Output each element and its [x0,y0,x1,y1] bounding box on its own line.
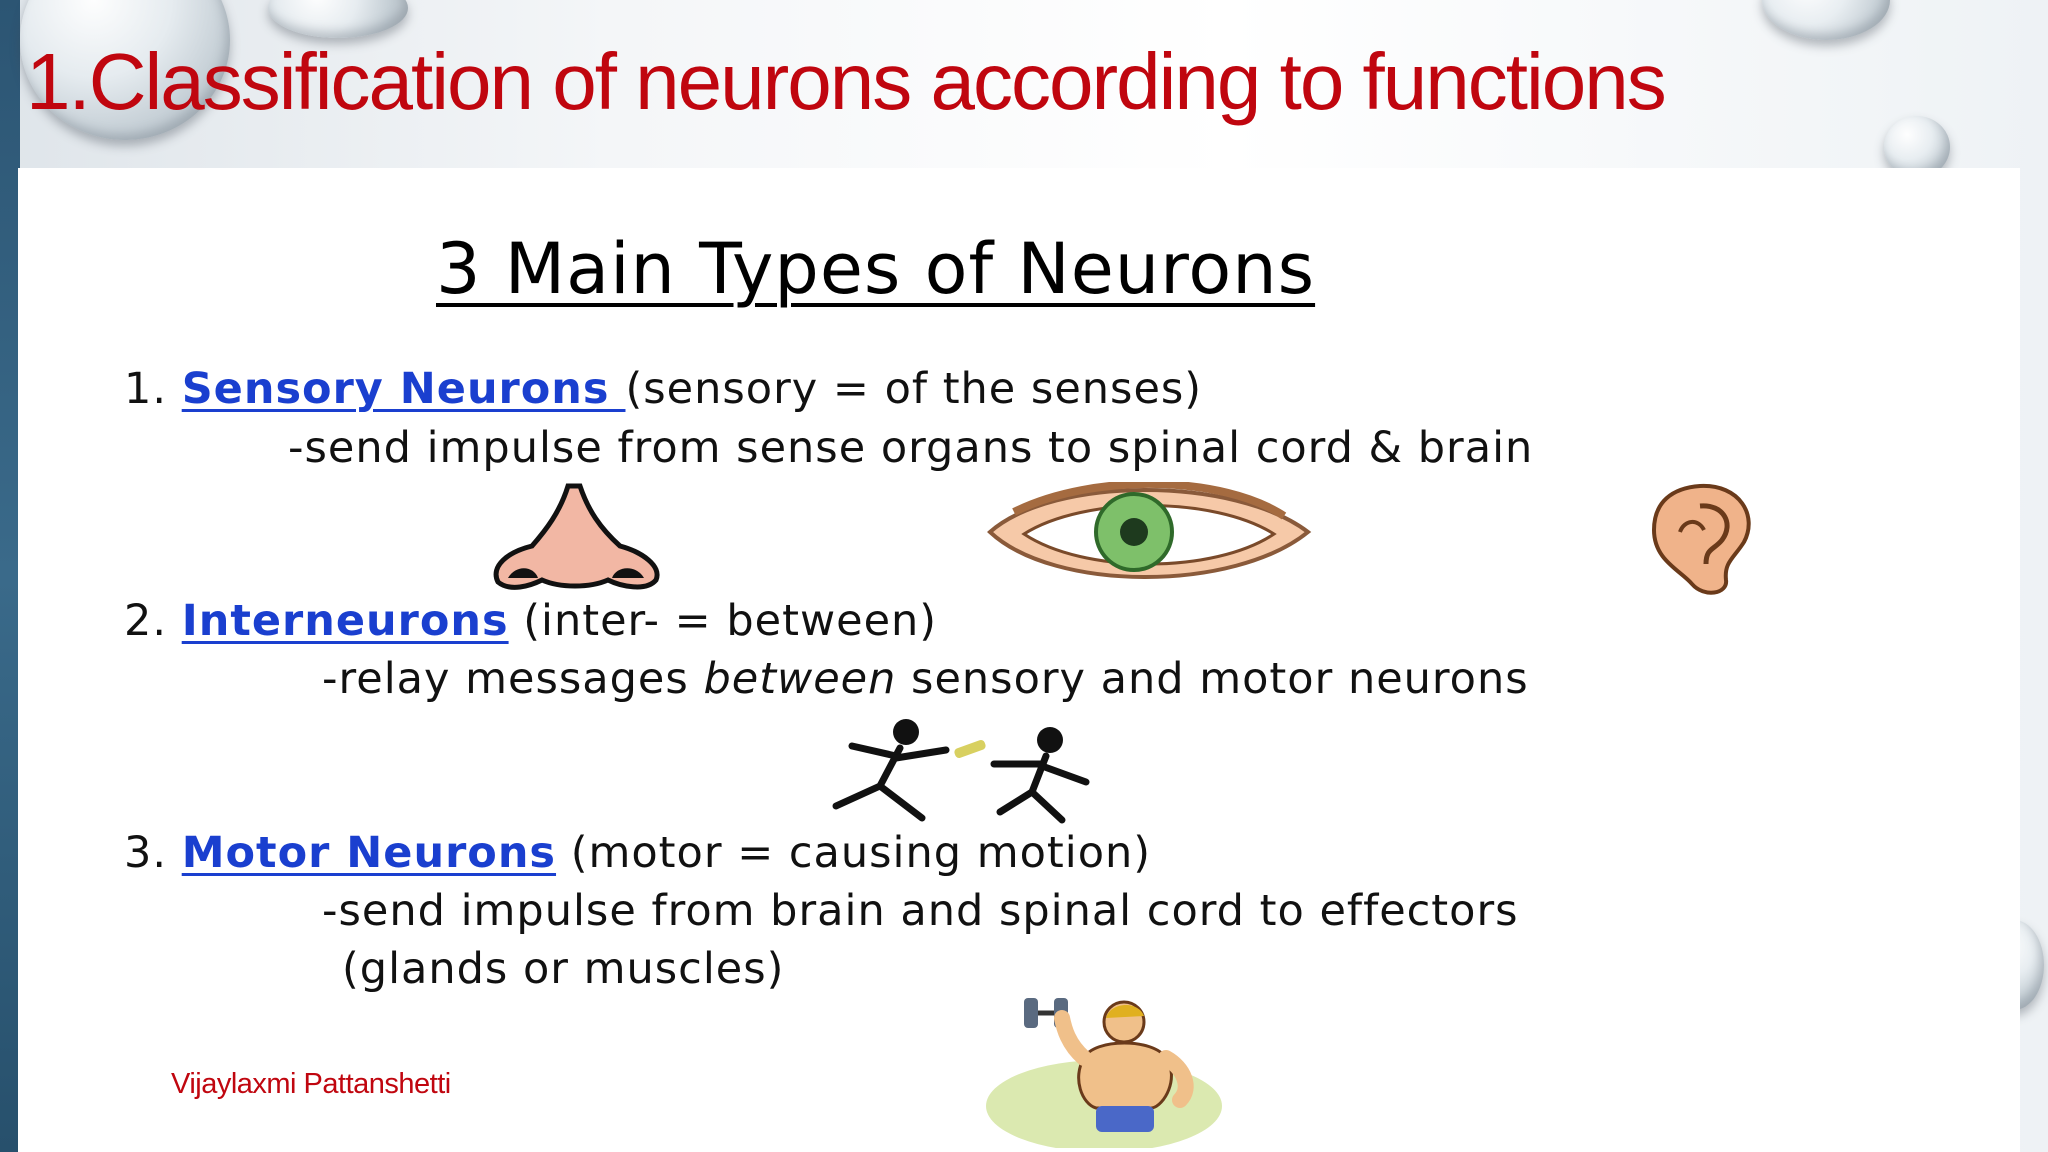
water-drop-decoration [268,0,408,38]
author-credit: Vijaylaxmi Pattanshetti [171,1068,451,1100]
item-number: 2. [124,596,168,646]
water-drop-decoration [1884,116,1950,178]
content-heading: 3 Main Types of Neurons [436,228,1316,310]
item-number: 1. [124,364,168,414]
description-motor-line2: (glands or muscles) [342,944,785,994]
term-motor-neurons: Motor Neurons [181,828,557,878]
description-start: -relay messages [322,654,704,704]
definition-text: (motor = causing motion) [570,828,1152,878]
description-motor: -send impulse from brain and spinal cord… [322,886,1519,936]
definition-text: (sensory = of the senses) [625,364,1203,414]
list-item-motor: 3. Motor Neurons (motor = causing motion… [124,828,1151,878]
water-drop-decoration [1762,0,1890,40]
description-interneurons: -relay messages between sensory and moto… [322,654,1529,704]
weightlifter-icon [986,998,1222,1148]
description-emphasis: between [703,654,897,704]
definition-text: (inter- = between) [523,596,938,646]
slide-title: 1.Classification of neurons according to… [26,37,1667,126]
ear-icon [1651,483,1751,595]
term-interneurons: Interneurons [181,596,509,646]
term-sensory-neurons: Sensory Neurons [181,364,626,414]
left-accent-bar [0,0,20,1152]
description-sensory: -send impulse from sense organs to spina… [288,423,1534,473]
eye-icon [987,482,1312,579]
description-end: sensory and motor neurons [896,654,1529,704]
list-item-interneurons: 2. Interneurons (inter- = between) [124,596,937,646]
relay-runners-icon [832,719,1090,824]
list-item-sensory: 1. Sensory Neurons (sensory = of the sen… [124,364,1202,414]
item-number: 3. [124,828,168,878]
slide-content-image: 3 Main Types of Neurons 1. Sensory Neuro… [18,168,2020,1152]
nose-icon [493,483,660,590]
